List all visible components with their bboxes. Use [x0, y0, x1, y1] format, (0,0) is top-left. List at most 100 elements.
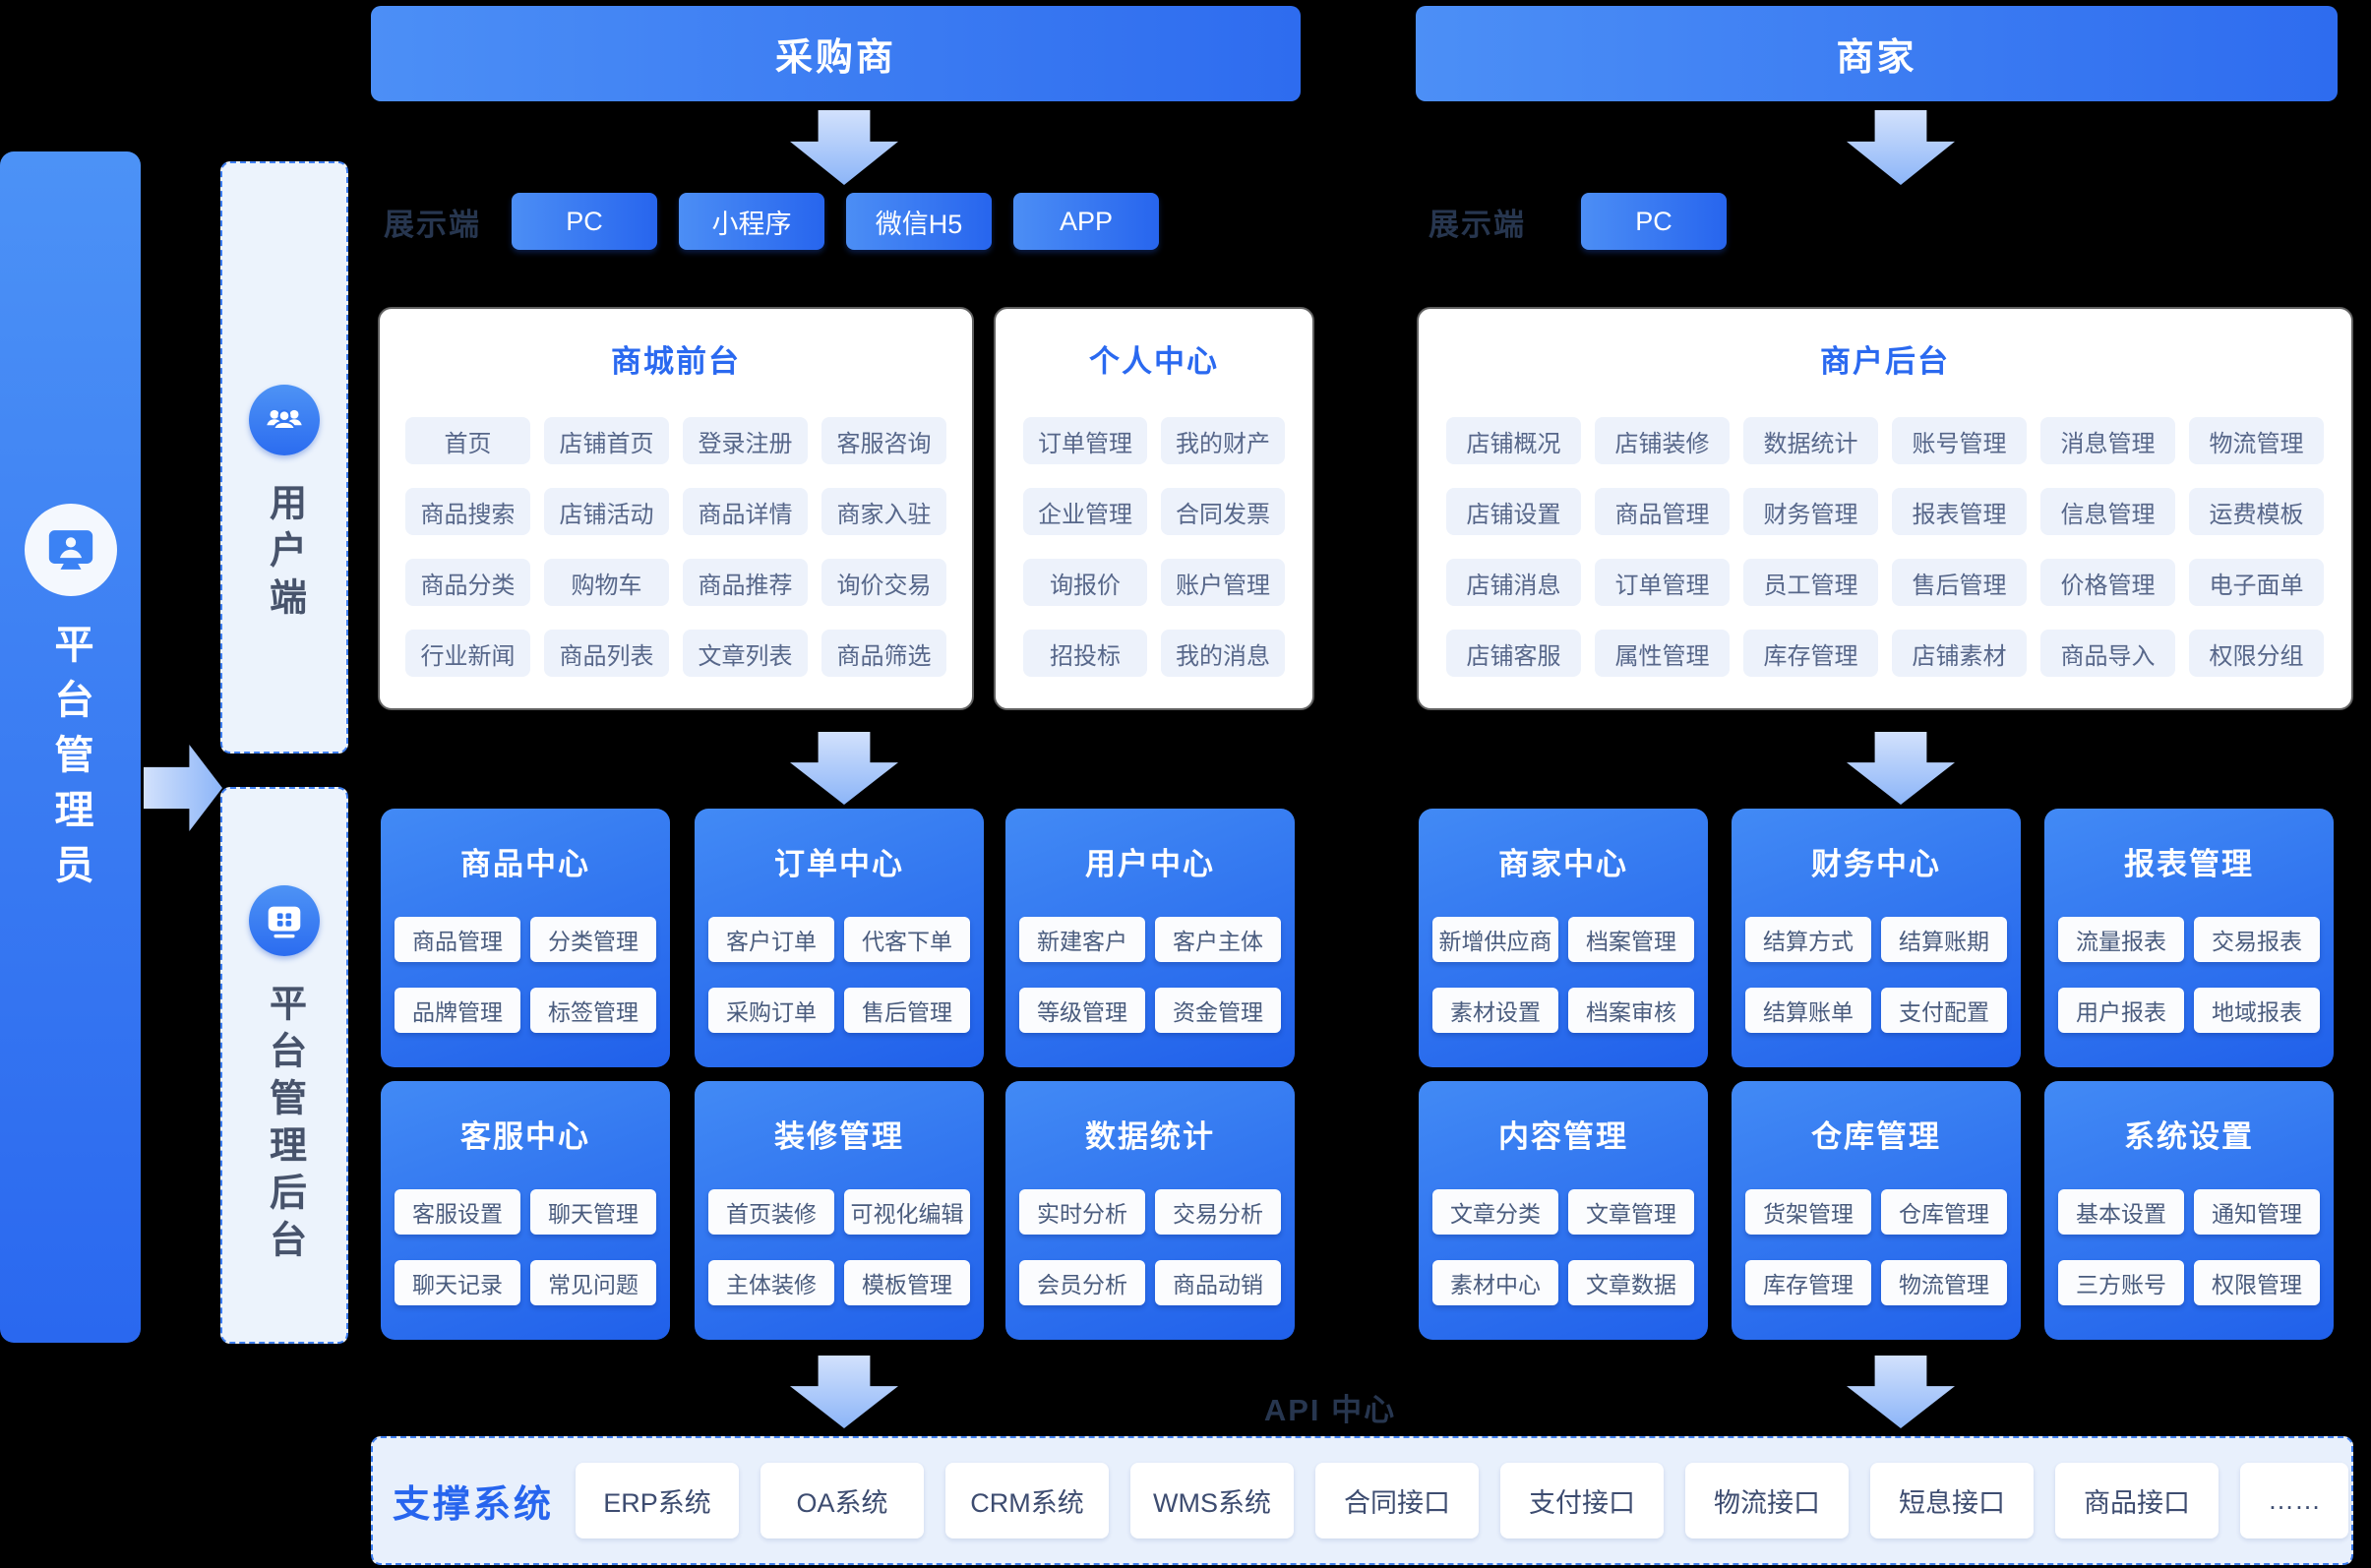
menu-item: 库存管理 — [1743, 630, 1878, 677]
menu-item: 售后管理 — [1892, 559, 2027, 606]
card-title: 仓库管理 — [1811, 1119, 1941, 1154]
admin-monitor-icon — [24, 504, 117, 596]
module-item: 主体装修 — [708, 1260, 834, 1305]
arrow-down-right-to-api — [1847, 1356, 1955, 1428]
card-finance-center: 财务中心 结算方式结算账期结算账单支付配置 — [1732, 809, 2021, 1067]
menu-item: 商品搜索 — [405, 488, 530, 535]
menu-item: 商品列表 — [544, 630, 669, 677]
module-item: 实时分析 — [1019, 1189, 1145, 1235]
module-item: 新增供应商 — [1432, 917, 1558, 962]
card-items: 新建客户客户主体等级管理资金管理 — [1019, 917, 1281, 1033]
menu-item: 商品详情 — [683, 488, 808, 535]
menu-item: 物流管理 — [2189, 417, 2324, 464]
support-system-item: WMS系统 — [1130, 1463, 1295, 1538]
menu-item: 消息管理 — [2040, 417, 2175, 464]
card-content-management: 内容管理 文章分类文章管理素材中心文章数据 — [1419, 1081, 1708, 1340]
menu-item: 询价交易 — [821, 559, 946, 606]
menu-item: 电子面单 — [2189, 559, 2324, 606]
module-item: 文章分类 — [1432, 1189, 1558, 1235]
panel-merchant-backend: 商户后台 店铺概况店铺装修数据统计账号管理消息管理物流管理店铺设置商品管理财务管… — [1417, 307, 2353, 710]
module-item: 新建客户 — [1019, 917, 1145, 962]
menu-item: 属性管理 — [1595, 630, 1730, 677]
module-item: 结算账期 — [1881, 917, 2007, 962]
module-item: 文章管理 — [1568, 1189, 1694, 1235]
module-item: 地域报表 — [2194, 988, 2320, 1033]
menu-item: 店铺装修 — [1595, 417, 1730, 464]
dashboard-monitor-icon — [249, 885, 320, 956]
card-items: 客服设置聊天管理聊天记录常见问题 — [395, 1189, 656, 1305]
module-item: 结算方式 — [1745, 917, 1871, 962]
card-order-center: 订单中心 客户订单代客下单采购订单售后管理 — [695, 809, 984, 1067]
card-items: 流量报表交易报表用户报表地域报表 — [2058, 917, 2320, 1033]
menu-item: 订单管理 — [1023, 417, 1147, 464]
platform-admin-rail: 平台管理员 — [0, 151, 141, 1343]
module-item: 客户订单 — [708, 917, 834, 962]
display-terminal-label-right: 展示端 — [1429, 207, 1526, 242]
menu-item: 价格管理 — [2040, 559, 2175, 606]
card-items: 文章分类文章管理素材中心文章数据 — [1432, 1189, 1694, 1305]
card-title: 商家中心 — [1498, 847, 1628, 881]
card-report-management: 报表管理 流量报表交易报表用户报表地域报表 — [2044, 809, 2334, 1067]
menu-item: 行业新闻 — [405, 630, 530, 677]
card-merchant-center: 商家中心 新增供应商档案管理素材设置档案审核 — [1419, 809, 1708, 1067]
users-group-icon — [249, 385, 320, 455]
module-item: 会员分析 — [1019, 1260, 1145, 1305]
card-items: 货架管理仓库管理库存管理物流管理 — [1745, 1189, 2007, 1305]
menu-item: 店铺概况 — [1446, 417, 1581, 464]
menu-item: 我的财产 — [1161, 417, 1285, 464]
menu-item: 我的消息 — [1161, 630, 1285, 677]
module-item: 支付配置 — [1881, 988, 2007, 1033]
card-items: 商品管理分类管理品牌管理标签管理 — [395, 917, 656, 1033]
module-item: 聊天记录 — [395, 1260, 520, 1305]
menu-item: 客服咨询 — [821, 417, 946, 464]
menu-item: 账号管理 — [1892, 417, 2027, 464]
menu-item: 商品筛选 — [821, 630, 946, 677]
display-terminal-button: 微信H5 — [846, 193, 992, 250]
user-side-column: 用户端 — [220, 161, 348, 754]
module-item: 素材设置 — [1432, 988, 1558, 1033]
display-terminal-items-right: PC — [1581, 193, 1727, 250]
admin-backend-column: 平台管理后台 — [220, 787, 348, 1344]
menu-item: 登录注册 — [683, 417, 808, 464]
support-system-label: 支撑系统 — [393, 1484, 555, 1526]
card-title: 客服中心 — [460, 1119, 590, 1154]
menu-item: 店铺首页 — [544, 417, 669, 464]
menu-item: 运费模板 — [2189, 488, 2324, 535]
support-system-item: CRM系统 — [945, 1463, 1110, 1538]
card-warehouse-management: 仓库管理 货架管理仓库管理库存管理物流管理 — [1732, 1081, 2021, 1340]
display-terminal-label-left: 展示端 — [384, 207, 481, 242]
module-item: 资金管理 — [1155, 988, 1281, 1033]
card-items: 客户订单代客下单采购订单售后管理 — [708, 917, 970, 1033]
module-item: 权限管理 — [2194, 1260, 2320, 1305]
panel-merchant-backend-title: 商户后台 — [1820, 344, 1950, 379]
card-items: 实时分析交易分析会员分析商品动销 — [1019, 1189, 1281, 1305]
menu-item: 报表管理 — [1892, 488, 2027, 535]
module-item: 可视化编辑 — [844, 1189, 970, 1235]
menu-item: 商品管理 — [1595, 488, 1730, 535]
card-service-center: 客服中心 客服设置聊天管理聊天记录常见问题 — [381, 1081, 670, 1340]
card-items: 首页装修可视化编辑主体装修模板管理 — [708, 1189, 970, 1305]
card-items: 新增供应商档案管理素材设置档案审核 — [1432, 917, 1694, 1033]
admin-backend-label: 平台管理后台 — [263, 984, 305, 1267]
menu-item: 权限分组 — [2189, 630, 2324, 677]
menu-item: 数据统计 — [1743, 417, 1878, 464]
display-terminal-button: 小程序 — [679, 193, 824, 250]
card-items: 结算方式结算账期结算账单支付配置 — [1745, 917, 2007, 1033]
menu-item: 合同发票 — [1161, 488, 1285, 535]
module-item: 货架管理 — [1745, 1189, 1871, 1235]
module-item: 三方账号 — [2058, 1260, 2184, 1305]
panel-personal-center-items: 订单管理我的财产企业管理合同发票询报价账户管理招投标我的消息 — [1023, 417, 1285, 677]
display-terminal-button: PC — [512, 193, 657, 250]
module-item: 素材中心 — [1432, 1260, 1558, 1305]
menu-item: 店铺活动 — [544, 488, 669, 535]
panel-mall-front-title: 商城前台 — [611, 344, 741, 379]
card-title: 财务中心 — [1811, 847, 1941, 881]
platform-admin-label: 平台管理员 — [48, 624, 92, 899]
menu-item: 商家入驻 — [821, 488, 946, 535]
menu-item: 购物车 — [544, 559, 669, 606]
support-system-item: …… — [2240, 1463, 2349, 1538]
module-item: 模板管理 — [844, 1260, 970, 1305]
menu-item: 文章列表 — [683, 630, 808, 677]
